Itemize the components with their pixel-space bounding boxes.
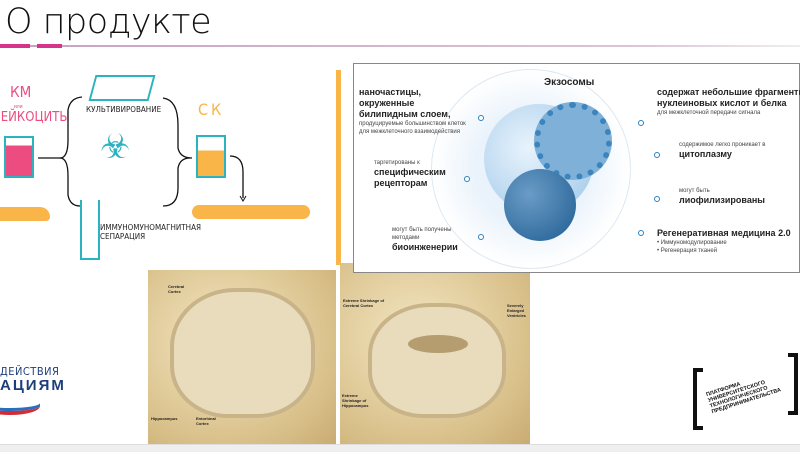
logo-right: ПЛАТФОРМА УНИВЕРСИТЕТСКОГО ТЕХНОЛОГИЧЕСК…	[693, 350, 800, 435]
brain-label: Severely Enlarged Ventricles	[507, 303, 526, 318]
bracket-left	[693, 368, 703, 430]
patient-icon	[0, 207, 50, 221]
logo-text: ПЛАТФОРМА УНИВЕРСИТЕТСКОГО ТЕХНОЛОГИЧЕСК…	[705, 379, 782, 416]
patient-icon	[192, 205, 310, 219]
biohazard-icon: ☣	[100, 128, 131, 166]
flow-arrows	[38, 96, 247, 207]
brain-label: Entorhinal Cortex	[196, 416, 216, 426]
bottom-bar	[0, 444, 800, 452]
fact-bold: цитоплазму	[679, 149, 732, 159]
source-label-2: ЛЕЙКОЦИТЫ	[0, 110, 70, 125]
logo-text: АЦИЯМ	[0, 377, 66, 394]
logo-text: ДЕЙСТВИЯ	[0, 365, 60, 378]
fact-text: могут быть	[679, 188, 710, 194]
brain-label: Extreme Shrinkage of Cerebral Cortex	[343, 298, 385, 308]
fact-text: могут быть получены методами	[392, 227, 452, 241]
fact-text: таргетированы к	[374, 160, 420, 166]
brain-label: Cerebral Cortex	[168, 284, 185, 294]
slide-title: О продукте	[5, 2, 212, 42]
bullet: • Регенерация тканей	[657, 248, 718, 254]
logo-left: ДЕЙСТВИЯ АЦИЯМ	[0, 365, 64, 425]
blood-bag-icon	[4, 136, 34, 178]
cell-image	[504, 169, 576, 241]
bullet-dot-icon	[638, 230, 644, 236]
fact-fragments: содержат небольшие фрагменты нуклеиновых…	[657, 87, 800, 117]
bullet: • Иммуномодулирование	[657, 240, 727, 246]
fact-bold: лиофилизированы	[679, 195, 765, 205]
result-label: СК	[198, 100, 225, 119]
brain-label: Extreme Shrinkage of Hippocampus	[342, 393, 369, 408]
brain-section	[368, 303, 506, 418]
brain-label: Hippocampus	[151, 416, 178, 421]
fact-nanoparticles: наночастицы, окруженные билипидным слоем…	[359, 87, 474, 136]
step-culture-label: КУЛЬТИВИРОВАНИЕ	[86, 105, 162, 114]
bullet-dot-icon	[654, 196, 660, 202]
culture-flask-icon	[88, 75, 156, 101]
brain-section	[170, 288, 315, 418]
source-label: КМ	[10, 83, 32, 101]
ventricles	[408, 335, 468, 353]
bullet-dot-icon	[478, 234, 484, 240]
fact-bold: специфическим рецепторам	[374, 167, 446, 188]
fact-text: продуцируемые большинством клеток для ме…	[359, 121, 466, 135]
fact-text: содержимое легко проникает в	[679, 142, 766, 148]
fact-bold: содержат небольшие фрагменты нуклеиновых…	[657, 87, 800, 108]
fact-regenerative: Регенеративная медицина 2.0 • Иммуномодул…	[657, 228, 800, 255]
exosome-vesicle-image	[534, 102, 612, 180]
bullet-dot-icon	[654, 152, 660, 158]
exosomes-panel: Экзосомы наночастицы, окруженные билипид…	[353, 63, 800, 273]
source-or: или	[14, 104, 23, 110]
separator-device-icon	[80, 200, 100, 260]
alzheimer-brain-image: Extreme Shrinkage of Cerebral Cortex Sev…	[340, 263, 530, 445]
fact-bold: наночастицы, окруженные билипидным слоем…	[359, 87, 451, 119]
fact-bold: биоинженерии	[392, 242, 458, 252]
fact-bold: Регенеративная медицина 2.0	[657, 228, 791, 238]
step-separation-label: ИММУНОМУНОМАГНИТНАЯ СЕПАРАЦИЯ	[100, 223, 201, 241]
accent-mark	[0, 44, 30, 48]
bracket-right	[788, 353, 798, 415]
bullet-dot-icon	[638, 120, 644, 126]
stem-cells-bag-icon	[196, 135, 226, 178]
bullet-dot-icon	[478, 115, 484, 121]
normal-brain-image: Cerebral Cortex Hippocampus Entorhinal C…	[148, 270, 336, 445]
orange-divider	[336, 70, 341, 265]
exosomes-title: Экзосомы	[544, 77, 595, 88]
bullet-dot-icon	[464, 176, 470, 182]
accent-mark	[37, 44, 62, 48]
fact-text: для межклеточной передачи сигнала	[657, 110, 761, 116]
title-rule	[0, 45, 800, 47]
flag-swoosh	[0, 397, 40, 415]
process-diagram: КМ или ЛЕЙКОЦИТЫ КУЛЬТИВИРОВАНИЕ ☣ ИММУН…	[0, 60, 340, 270]
